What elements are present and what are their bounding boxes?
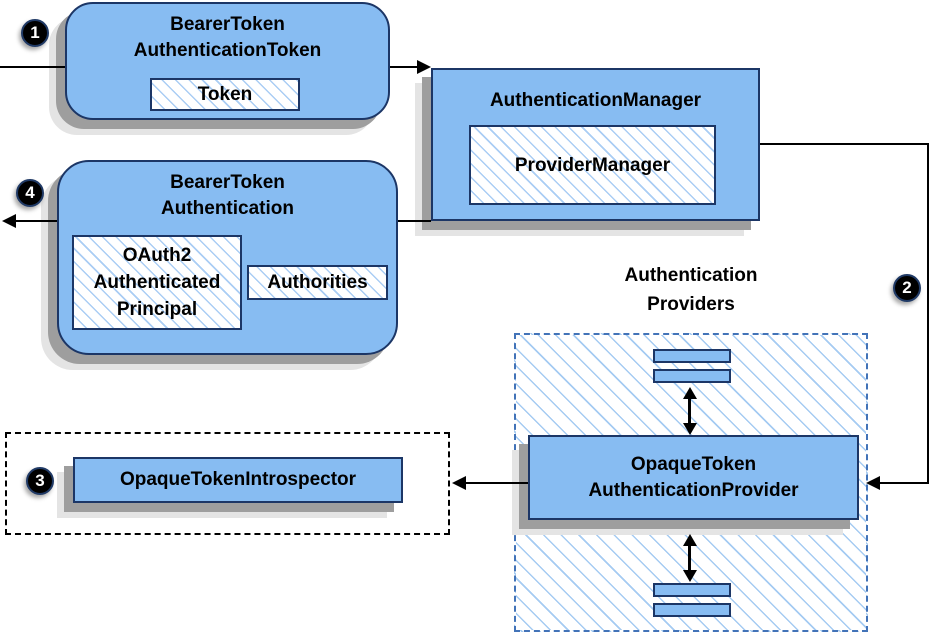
step-1-badge: 1 [21, 19, 49, 47]
step-4-number: 4 [25, 183, 35, 202]
arrowhead-up-icon [683, 534, 697, 546]
node-bearer-token-authentication: BearerToken Authentication OAuth2 Authen… [57, 160, 398, 355]
step-3-badge: 3 [26, 467, 54, 495]
arrowhead-up-icon [683, 387, 697, 399]
opaque-token-introspector-title: OpaqueTokenIntrospector [119, 469, 357, 490]
oauth2-authenticated-principal-inner-box: OAuth2 Authenticated Principal [72, 235, 242, 330]
introspector-dashed-box [5, 432, 450, 535]
token-inner-box: Token [150, 78, 300, 111]
generic-provider-bar [653, 349, 731, 363]
step-2-badge: 2 [893, 274, 921, 302]
generic-provider-bar [653, 369, 731, 383]
bearer-token-authentication-title: BearerToken Authentication [161, 172, 294, 219]
double-arrow-shaft [688, 543, 691, 571]
generic-provider-bar [653, 583, 731, 597]
step-3-number: 3 [35, 471, 45, 490]
node-authentication-manager: AuthenticationManager ProviderManager [431, 68, 760, 221]
arrowhead-left-icon [2, 214, 16, 228]
arrowhead-down-icon [683, 423, 697, 435]
manager-to-provider-line-bottom [880, 482, 929, 484]
provider-manager-inner-box: ProviderManager [469, 125, 716, 205]
opaque-token-authentication-provider-title: OpaqueToken AuthenticationProvider [588, 453, 799, 501]
provider-to-introspector-line [466, 482, 528, 484]
bearer-token-authentication-token-title: BearerToken AuthenticationToken [133, 14, 322, 61]
arrowhead-down-icon [683, 570, 697, 582]
incoming-request-line [0, 66, 65, 68]
step-4-badge: 4 [16, 179, 44, 207]
node-opaque-token-authentication-provider: OpaqueToken AuthenticationProvider [528, 435, 859, 520]
step-2-number: 2 [902, 278, 912, 297]
step-1-number: 1 [30, 23, 40, 42]
node-opaque-token-introspector: OpaqueTokenIntrospector [73, 457, 403, 503]
arrowhead-left-icon [866, 476, 880, 490]
manager-to-provider-line-vertical [927, 143, 929, 484]
generic-provider-bar [653, 603, 731, 617]
manager-to-provider-line-top [760, 143, 929, 145]
arrowhead-left-icon [452, 476, 466, 490]
arrowhead-right-icon [417, 60, 431, 74]
node-bearer-token-authentication-token: BearerToken AuthenticationToken Token [65, 2, 390, 120]
authentication-manager-title: AuthenticationManager [489, 90, 702, 111]
authorities-inner-box: Authorities [247, 265, 388, 300]
connector-manager-to-authentication [398, 220, 431, 222]
authentication-providers-label: Authentication Providers [624, 265, 758, 315]
line-to-authentication-manager [390, 66, 418, 68]
outgoing-authentication-line [15, 220, 57, 222]
double-arrow-shaft [688, 397, 691, 425]
